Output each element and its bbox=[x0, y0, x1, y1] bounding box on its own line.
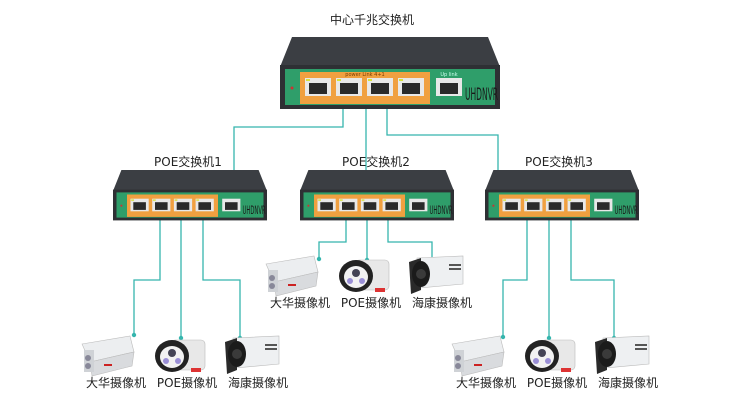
poe-switch-2-title: POE交换机2 bbox=[342, 154, 410, 169]
camera-label: 大华摄像机 bbox=[86, 375, 146, 390]
brand-logo: UHDNVR bbox=[615, 203, 638, 217]
power-led-icon bbox=[307, 204, 310, 207]
port-socket bbox=[309, 83, 327, 94]
port-led-icon bbox=[568, 199, 572, 201]
port-socket bbox=[155, 202, 168, 210]
port-socket bbox=[371, 83, 389, 94]
port-led-icon bbox=[196, 199, 200, 201]
port-led-icon bbox=[546, 199, 550, 201]
brand-logo: UHDNVR bbox=[465, 85, 498, 105]
network-cable-line bbox=[386, 105, 499, 186]
port-socket bbox=[505, 202, 518, 210]
power-led-icon bbox=[492, 204, 495, 207]
port-led-icon bbox=[361, 199, 365, 201]
poe-port-block bbox=[127, 194, 218, 217]
switch-top bbox=[113, 170, 267, 191]
port-socket bbox=[342, 202, 355, 210]
port-socket bbox=[176, 202, 190, 210]
connection-dot bbox=[500, 334, 506, 340]
camera-label: 海康摄像机 bbox=[598, 375, 658, 390]
network-cable-line bbox=[202, 218, 241, 338]
brand-logo: UHDNVR bbox=[243, 203, 266, 217]
poe-switch-2: UHDNVR bbox=[300, 170, 454, 221]
uplink-label: Up link bbox=[440, 72, 457, 78]
poe-switch-1: UHDNVR bbox=[113, 170, 267, 221]
connection-dot bbox=[131, 332, 137, 338]
port-socket bbox=[225, 202, 238, 210]
camera-label: 大华摄像机 bbox=[270, 295, 330, 310]
power-led-icon bbox=[120, 204, 123, 207]
port-led-icon bbox=[368, 79, 372, 81]
port-led-icon bbox=[152, 199, 156, 201]
port-socket bbox=[402, 83, 420, 94]
hikvision-camera-icon bbox=[225, 335, 280, 374]
port-label: power Link 4+1 bbox=[345, 72, 384, 78]
poe-camera-icon bbox=[339, 259, 390, 292]
port-led-icon bbox=[131, 199, 134, 201]
switch-top bbox=[280, 37, 500, 67]
network-cable-line bbox=[570, 218, 615, 338]
dahua-camera-icon bbox=[451, 335, 505, 377]
network-cable-line bbox=[233, 105, 344, 186]
network-cable-line bbox=[502, 218, 528, 337]
poe-camera-icon bbox=[525, 339, 576, 372]
port-socket bbox=[133, 202, 146, 210]
cameras bbox=[81, 255, 650, 377]
port-socket bbox=[597, 202, 610, 210]
connection-dot bbox=[316, 256, 322, 262]
port-socket bbox=[198, 202, 211, 210]
port-led-icon bbox=[339, 199, 343, 201]
port-socket bbox=[548, 202, 562, 210]
port-led-icon bbox=[174, 199, 178, 201]
port-socket bbox=[363, 202, 377, 210]
poe-port-block bbox=[499, 194, 590, 217]
port-socket bbox=[320, 202, 333, 210]
network-cable-line bbox=[387, 218, 433, 262]
network-cable-line bbox=[318, 218, 347, 259]
port-led-icon bbox=[503, 199, 506, 201]
port-socket bbox=[440, 83, 458, 94]
hikvision-camera-icon bbox=[595, 335, 650, 374]
brand-logo: UHDNVR bbox=[430, 203, 453, 217]
port-led-icon bbox=[318, 199, 321, 201]
poe-switch-1-title: POE交换机1 bbox=[154, 154, 222, 169]
poe-switch-3: UHDNVR bbox=[485, 170, 639, 221]
port-socket bbox=[412, 202, 425, 210]
connection-dot bbox=[546, 335, 552, 341]
poe-switch-3-title: POE交换机3 bbox=[525, 154, 593, 169]
port-led-icon bbox=[399, 79, 403, 81]
dahua-camera-icon bbox=[81, 335, 135, 377]
port-socket bbox=[527, 202, 540, 210]
poe-camera-icon bbox=[155, 339, 206, 372]
port-led-icon bbox=[306, 79, 310, 81]
port-socket bbox=[340, 83, 358, 94]
camera-label: 大华摄像机 bbox=[456, 375, 516, 390]
camera-label: POE摄像机 bbox=[157, 375, 217, 390]
connection-dot bbox=[178, 335, 184, 341]
camera-label: 海康摄像机 bbox=[412, 295, 472, 310]
camera-label: POE摄像机 bbox=[341, 295, 401, 310]
port-led-icon bbox=[383, 199, 387, 201]
poe-port-block bbox=[314, 194, 405, 217]
switch-top bbox=[485, 170, 639, 191]
camera-label: 海康摄像机 bbox=[228, 375, 288, 390]
dahua-camera-icon bbox=[265, 255, 319, 297]
port-led-icon bbox=[524, 199, 528, 201]
hikvision-camera-icon bbox=[409, 255, 464, 294]
network-cable-line bbox=[133, 218, 161, 335]
camera-label: POE摄像机 bbox=[527, 375, 587, 390]
switch-top bbox=[300, 170, 454, 191]
power-led-icon bbox=[290, 86, 294, 90]
port-socket bbox=[385, 202, 398, 210]
port-socket bbox=[570, 202, 583, 210]
core-switch-title: 中心千兆交换机 bbox=[330, 12, 414, 27]
port-led-icon bbox=[337, 79, 341, 81]
